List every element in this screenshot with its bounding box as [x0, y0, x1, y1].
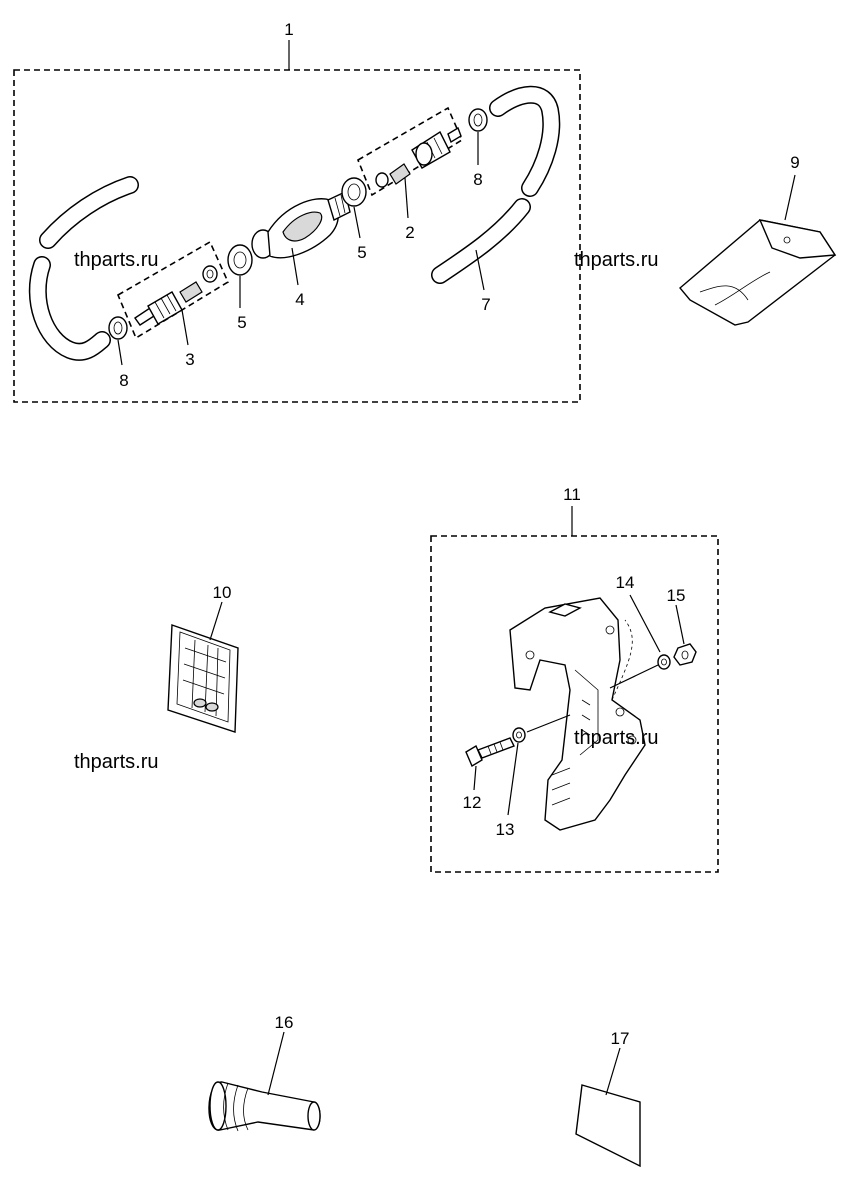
watermark-4: thparts.ru: [574, 727, 658, 749]
washer-14: [657, 654, 671, 670]
watermark-3: thparts.ru: [74, 751, 158, 773]
primer-bulb-4: [251, 191, 351, 259]
bracket-assembly: 11: [430, 485, 719, 873]
watermark-1: thparts.ru: [74, 249, 158, 271]
connector-3: [134, 265, 218, 326]
callout-10: 10: [213, 583, 232, 602]
callout-8-left: 8: [119, 371, 128, 390]
callout-9: 9: [790, 153, 799, 172]
callout-15: 15: [667, 586, 686, 605]
callout-11: 11: [563, 485, 581, 504]
callout-12: 12: [463, 793, 482, 812]
nut-15: [673, 643, 697, 666]
callout-4: 4: [295, 290, 304, 309]
callout-17: 17: [611, 1029, 630, 1048]
washer-13: [512, 727, 526, 743]
connector-2: [375, 126, 462, 188]
card-17: 17: [575, 1029, 641, 1168]
ring-5-left: [227, 244, 253, 276]
fuel-line-assembly: 1: [13, 20, 581, 403]
clamp-8-left: [108, 316, 128, 340]
bolt-12: [465, 737, 515, 768]
tool-pouch-9: 9: [679, 153, 837, 326]
decal-10: 10: [167, 583, 239, 733]
callout-14: 14: [616, 573, 635, 592]
subassembly-3-box: [116, 240, 230, 340]
bracket-body: [509, 597, 646, 831]
hose-adapter-16: 16: [208, 1013, 321, 1132]
watermark-2: thparts.ru: [574, 249, 658, 271]
callout-7: 7: [481, 295, 490, 314]
callout-13: 13: [496, 820, 515, 839]
callout-3: 3: [185, 350, 194, 369]
callout-5-right: 5: [357, 243, 366, 262]
callout-5-left: 5: [237, 313, 246, 332]
clamp-8-right: [468, 108, 488, 132]
assembly-1-box: [13, 69, 581, 403]
callout-2: 2: [405, 223, 414, 242]
assembly-11-box: [430, 535, 719, 873]
callout-16: 16: [275, 1013, 294, 1032]
callout-1: 1: [284, 20, 293, 39]
ring-5-right: [341, 177, 367, 207]
callout-8-right: 8: [473, 170, 482, 189]
